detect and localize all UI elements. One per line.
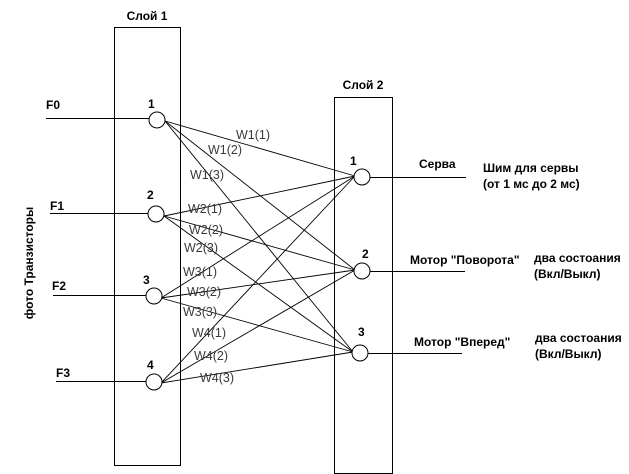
connection-w4-1	[160, 175, 356, 384]
output-3-description-line1: два состоания	[535, 331, 622, 345]
layer-2-node-3-label: 3	[358, 325, 365, 339]
weight-label-w1-3: W1(3)	[190, 168, 224, 182]
output-1-description-line2: (от 1 мс до 2 мс)	[483, 177, 580, 191]
connection-w1-1	[164, 120, 356, 177]
layer-2-node-1[interactable]	[353, 168, 371, 186]
input-label-f0: F0	[46, 98, 60, 112]
input-label-f2: F2	[52, 279, 66, 293]
layer-2-node-2-label: 2	[362, 247, 369, 261]
layer-2-node-3[interactable]	[351, 344, 369, 362]
weight-label-w4-3: W4(3)	[200, 371, 234, 385]
connection-w2-2	[163, 215, 356, 271]
layer-1-node-1-label: 1	[148, 97, 155, 111]
connection-w2-1	[163, 175, 356, 217]
output-2-description-line1: два состоания	[534, 251, 621, 265]
weight-label-w3-1: W3(1)	[183, 265, 217, 279]
connection-w3-3	[160, 297, 354, 353]
weight-label-w2-1: W2(1)	[188, 202, 222, 216]
layer-1-node-4[interactable]	[145, 373, 163, 391]
layer-1-node-2[interactable]	[147, 205, 165, 223]
output-2-name: Мотор "Поворота"	[410, 253, 520, 267]
connection-w3-2	[160, 269, 356, 299]
layer-2-box	[334, 97, 393, 474]
output-3-description-line2: (Вкл/Выкл)	[535, 347, 601, 361]
weight-label-w1-2: W1(2)	[208, 143, 242, 157]
layer-2-title: Слой 2	[343, 78, 384, 92]
layer-1-title: Слой 1	[127, 9, 168, 23]
layer-2-node-2[interactable]	[353, 262, 371, 280]
input-label-f1: F1	[50, 199, 64, 213]
weight-label-w2-3: W2(3)	[184, 241, 218, 255]
weight-label-w4-1: W4(1)	[192, 326, 226, 340]
layer-1-node-3[interactable]	[145, 287, 163, 305]
inputs-group-label: фото Транзисторы	[22, 207, 36, 320]
connections	[160, 120, 356, 384]
output-3-name: Мотор "Вперед"	[414, 335, 510, 349]
layer-1-node-2-label: 2	[147, 188, 154, 202]
weight-label-w3-3: W3(3)	[183, 305, 217, 319]
connection-w3-1	[160, 175, 356, 299]
output-1-name: Серва	[419, 157, 456, 171]
input-label-f3: F3	[56, 366, 70, 380]
output-1-description-line1: Шим для сервы	[483, 161, 579, 175]
layer-1-box	[114, 27, 181, 466]
layer-2-node-1-label: 1	[350, 154, 357, 168]
connection-w4-2	[160, 269, 356, 384]
connection-w4-3	[160, 351, 354, 384]
layer-1-node-3-label: 3	[143, 273, 150, 287]
output-2-description-line2: (Вкл/Выкл)	[534, 267, 600, 281]
weight-label-w2-2: W2(2)	[189, 223, 223, 237]
weight-label-w3-2: W3(2)	[187, 285, 221, 299]
weight-label-w1-1: W1(1)	[236, 128, 270, 142]
layer-1-node-1[interactable]	[148, 111, 166, 129]
layer-1-node-4-label: 4	[147, 358, 154, 372]
weight-label-w4-2: W4(2)	[194, 349, 228, 363]
